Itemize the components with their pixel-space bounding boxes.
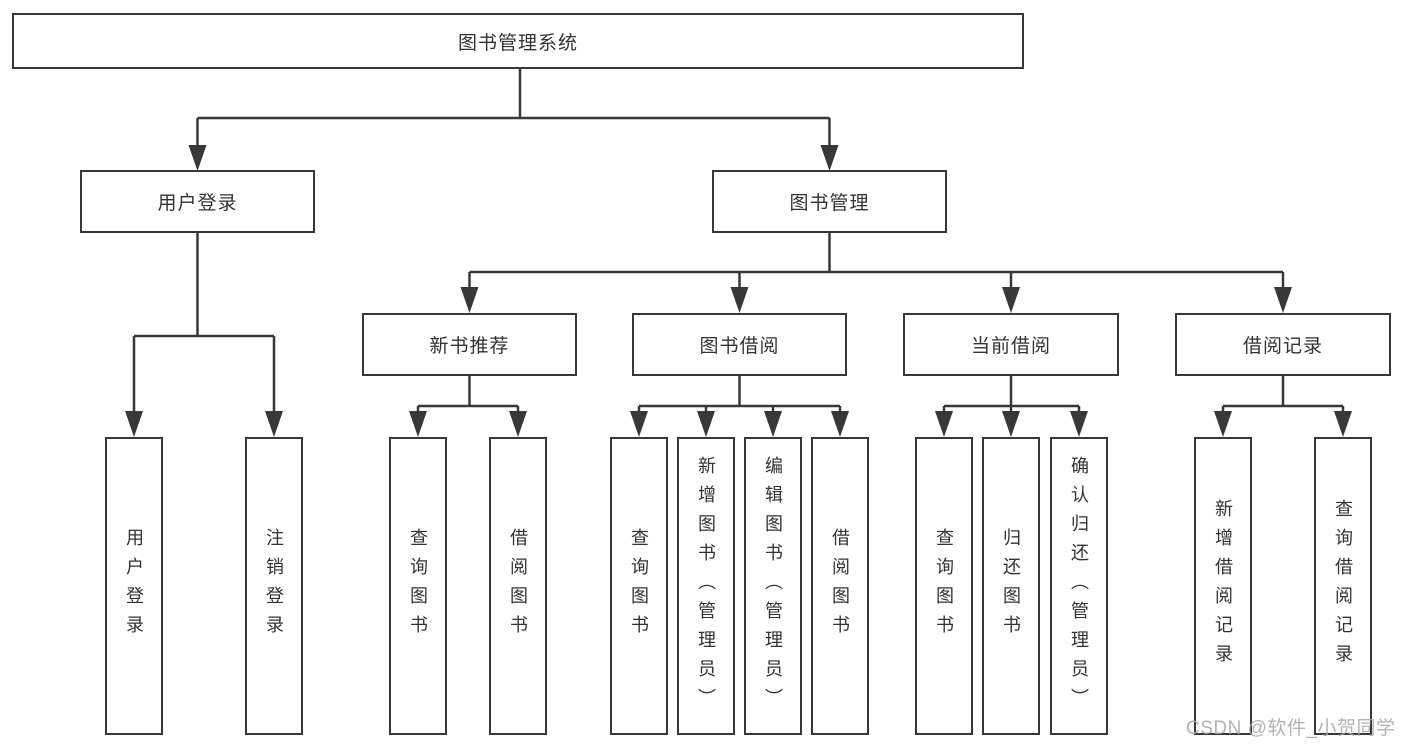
node-label: 查询图书 [934,528,954,644]
node-label: 借阅记录 [1242,336,1323,357]
leaf-query-books: 查询图书 [389,437,447,735]
node-label: 编辑图书（管理员） [763,455,783,717]
connector-lines [132,69,1345,432]
node-library-system: 图书管理系统 [12,13,1024,69]
arrowheads [125,145,1352,437]
node-label: 新增借阅记录 [1213,499,1233,673]
leaf-edit-book-admin: 编辑图书（管理员） [744,437,802,735]
node-label: 注销登录 [264,528,284,644]
node-label: 新书推荐 [429,336,510,357]
node-label: 图书管理 [789,193,870,214]
node-label: 归还图书 [1001,528,1021,644]
leaf-query-books: 查询图书 [610,437,668,735]
node-label: 图书借阅 [699,336,780,357]
leaf-borrow-books: 借阅图书 [811,437,869,735]
leaf-return-books: 归还图书 [982,437,1040,735]
node-current-borrowing: 当前借阅 [903,313,1119,376]
leaf-query-borrow-record: 查询借阅记录 [1314,437,1372,735]
node-label: 用户登录 [124,528,144,644]
node-label: 图书管理系统 [457,32,578,54]
node-label: 当前借阅 [970,336,1051,357]
leaf-logout: 注销登录 [245,437,303,735]
node-label: 查询图书 [408,528,428,644]
leaf-add-borrow-record: 新增借阅记录 [1194,437,1252,735]
node-label: 查询借阅记录 [1333,499,1353,673]
leaf-borrow-books: 借阅图书 [489,437,547,735]
node-borrowing-records: 借阅记录 [1175,313,1391,376]
node-label: 查询图书 [629,528,649,644]
node-label: 借阅图书 [830,528,850,644]
leaf-query-books: 查询图书 [915,437,973,735]
node-label: 确认归还（管理员） [1069,455,1089,717]
node-label: 用户登录 [157,193,238,214]
leaf-add-book-admin: 新增图书（管理员） [677,437,735,735]
node-label: 新增图书（管理员） [696,455,716,717]
csdn-watermark: CSDN @软件_小贺同学 [1186,718,1396,739]
node-user-login: 用户登录 [80,170,315,233]
node-book-management: 图书管理 [712,170,947,233]
node-new-book-recommendation: 新书推荐 [362,313,577,376]
node-book-borrowing: 图书借阅 [632,313,847,376]
node-label: 借阅图书 [508,528,528,644]
leaf-user-login: 用户登录 [105,437,163,735]
leaf-confirm-return-admin: 确认归还（管理员） [1050,437,1108,735]
